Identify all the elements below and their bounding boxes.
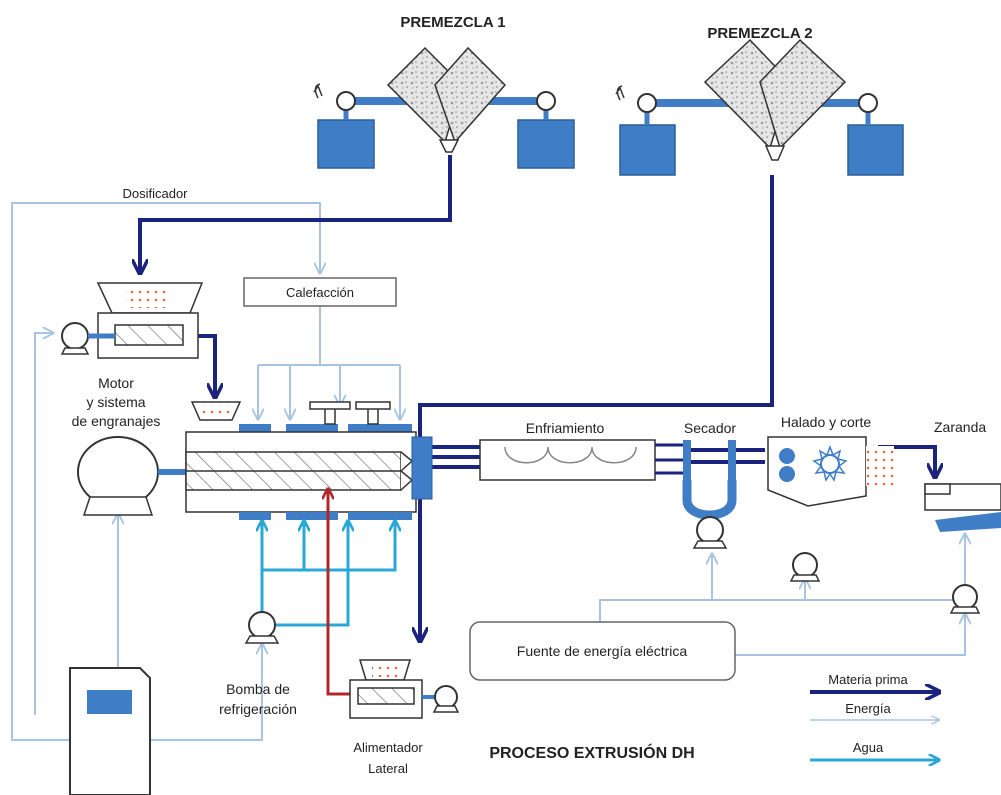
pulling-cutting-label: Halado y corte <box>781 414 871 430</box>
premix-1-mixer <box>313 46 575 169</box>
motor-label-2: y sistema <box>86 394 145 410</box>
motor-label-3: de engranajes <box>72 413 161 429</box>
side-feeder-label-2: Lateral <box>368 761 408 776</box>
dryer-label: Secador <box>684 420 736 436</box>
premix-1-label: PREMEZCLA 1 <box>400 14 505 31</box>
legend-raw-material-label: Materia prima <box>828 672 908 687</box>
power-source-label: Fuente de energía eléctrica <box>517 643 688 659</box>
legend-water-label: Agua <box>853 740 884 755</box>
diagram-title: PROCESO EXTRUSIÓN DH <box>489 743 694 762</box>
energy-lines <box>11 202 965 741</box>
dosifier <box>60 282 204 359</box>
pump-label-1: Bomba de <box>226 681 290 697</box>
control-panel <box>69 667 151 795</box>
side-feeder <box>349 659 460 719</box>
side-feed-line <box>328 490 350 696</box>
legend <box>810 692 938 760</box>
heating-box <box>243 277 397 307</box>
premix-2-mixer <box>615 38 904 176</box>
motor-label-1: Motor <box>98 375 134 391</box>
premix-2-label: PREMEZCLA 2 <box>707 25 812 42</box>
refrigeration-pump <box>244 611 280 644</box>
motor <box>77 436 186 516</box>
dosifier-label: Dosificador <box>122 186 188 201</box>
heating-label: Calefacción <box>286 285 354 300</box>
legend-energy-label: Energía <box>845 701 891 716</box>
screen <box>924 483 1001 614</box>
cooling-tank <box>479 439 683 481</box>
cooling-label: Enfriamiento <box>526 420 605 436</box>
screen-label: Zaranda <box>934 419 986 435</box>
extruder-barrel <box>185 401 433 520</box>
dryer <box>682 440 737 549</box>
pump-label-2: refrigeración <box>219 701 297 717</box>
puller-cutter <box>767 436 894 582</box>
side-feeder-label-1: Alimentador <box>353 740 423 755</box>
power-source-box <box>469 621 736 681</box>
